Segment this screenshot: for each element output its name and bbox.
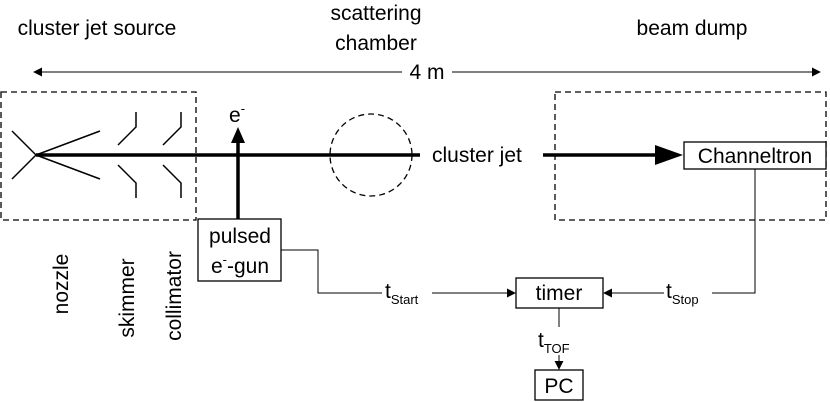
distance-label: 4 m	[409, 61, 444, 84]
stop-signal-label: tStop	[666, 280, 699, 307]
electron-label: e-	[229, 101, 245, 127]
chamber-section-label-line2: chamber	[335, 32, 417, 55]
nozzle-label: nozzle	[50, 254, 73, 315]
skimmer-label: skimmer	[116, 258, 139, 337]
timer-box	[515, 277, 604, 309]
start-label-backdrop	[382, 278, 432, 304]
pc-box	[534, 369, 584, 401]
tof-signal-label: tTOF	[538, 329, 570, 356]
skimmer-icon	[117, 112, 137, 198]
stop-label-backdrop	[664, 278, 712, 304]
electron-beam-arrowhead	[231, 127, 245, 143]
chamber-section-label-line1: scattering	[330, 2, 421, 25]
source-region-box	[0, 91, 197, 221]
stop-signal-wire	[603, 169, 756, 298]
start-signal-label: tStart	[385, 280, 419, 307]
cluster-jet-label: cluster jet	[432, 144, 522, 167]
dump-section-label: beam dump	[637, 17, 748, 40]
pc-label: PC	[544, 375, 573, 398]
beam-arrowhead	[655, 145, 683, 165]
electron-gun-label-line2: e--gun	[211, 252, 269, 278]
electron-gun-box	[197, 218, 282, 282]
electron-gun-label-line1: pulsed	[209, 225, 271, 248]
channeltron-label: Channeltron	[698, 145, 812, 168]
source-section-label: cluster jet source	[18, 17, 177, 40]
collimator-icon	[162, 112, 182, 198]
collimator-label: collimator	[163, 251, 186, 341]
nozzle-icon	[11, 130, 101, 180]
timer-label: timer	[536, 282, 583, 305]
